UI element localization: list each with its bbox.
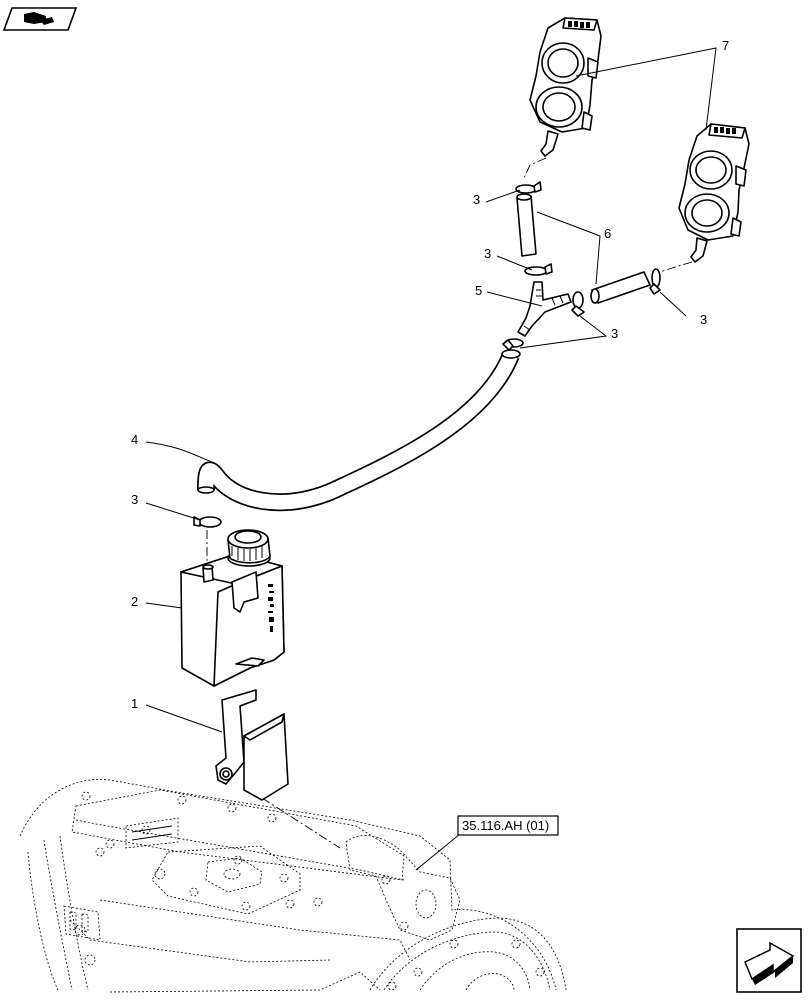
washer-reservoir <box>180 529 285 687</box>
hose-section-right <box>590 271 651 304</box>
reference-link-box[interactable]: 35.116.AH (01) <box>457 815 559 836</box>
callout-1: 1 <box>131 696 138 711</box>
front-axle-housing <box>19 778 567 993</box>
centerline-bracket-axle <box>261 797 341 849</box>
callout-2: 2 <box>131 594 138 609</box>
callout-3-middle: 3 <box>484 246 491 261</box>
callout-3-left: 3 <box>131 492 138 507</box>
callout-3-right: 3 <box>700 312 707 327</box>
callout-4: 4 <box>131 432 138 447</box>
mounting-bracket <box>215 689 289 801</box>
centerline-right-vent <box>659 261 693 273</box>
hose-clamp-top <box>515 181 542 194</box>
leader-lines <box>145 47 717 871</box>
hose-clamp-connector-left <box>502 338 524 351</box>
hose-clamp-middle <box>524 263 553 276</box>
callout-6: 6 <box>604 226 611 241</box>
hose-section-upper <box>516 193 537 257</box>
air-vent-right <box>678 123 750 263</box>
callout-3-top: 3 <box>473 192 480 207</box>
callout-3-pair: 3 <box>611 326 618 341</box>
callout-7: 7 <box>722 38 729 53</box>
hose-clamp-right <box>649 268 661 295</box>
reference-label[interactable]: 35.116.AH (01) <box>462 818 549 833</box>
y-connector <box>517 281 572 337</box>
callout-5: 5 <box>475 283 482 298</box>
hose-clamp-tank <box>193 516 222 528</box>
washer-hose <box>197 349 521 512</box>
next-page-arrow-icon[interactable] <box>736 928 802 993</box>
book-hand-icon[interactable] <box>2 7 78 31</box>
hose-clamp-connector-right <box>571 291 585 317</box>
air-vent-upper <box>529 17 602 157</box>
centerline-upper-vent <box>523 157 547 179</box>
